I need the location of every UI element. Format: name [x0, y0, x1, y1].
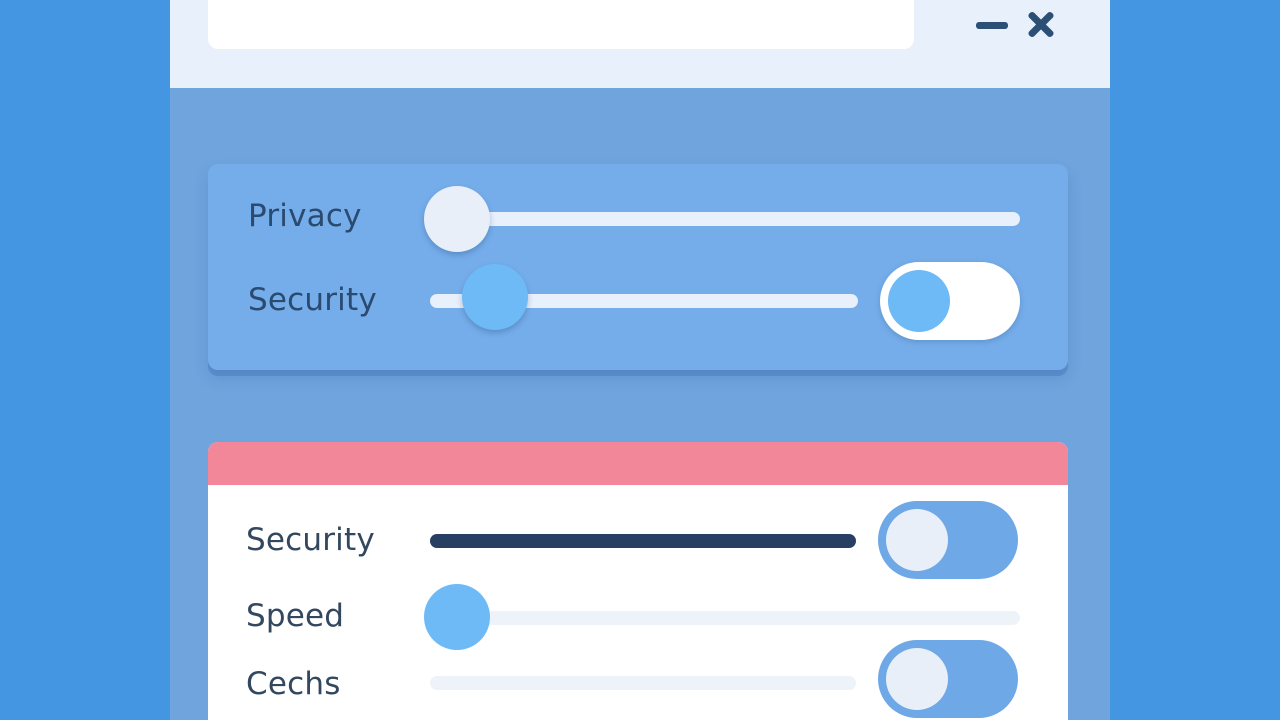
security-toggle-knob — [888, 270, 950, 332]
speed-slider-track[interactable] — [430, 611, 1020, 625]
speed-slider-thumb[interactable] — [424, 584, 490, 650]
panel-header — [208, 442, 1068, 485]
privacy-label: Privacy — [248, 198, 362, 234]
close-icon[interactable] — [1024, 8, 1058, 42]
title-bar — [170, 0, 1110, 88]
security-label-2: Security — [246, 522, 375, 558]
speed-label: Speed — [246, 598, 345, 634]
security-slider-track[interactable] — [430, 294, 858, 308]
minimize-icon[interactable] — [974, 8, 1010, 42]
title-field[interactable] — [208, 0, 914, 49]
cechs-label: Cechs — [246, 666, 341, 702]
cechs-slider-track[interactable] — [430, 676, 856, 690]
security-toggle-2[interactable] — [878, 501, 1018, 579]
security-progress-bar — [430, 534, 856, 548]
security-label: Security — [248, 282, 377, 318]
privacy-slider-thumb[interactable] — [424, 186, 490, 252]
security-toggle-2-knob — [886, 509, 948, 571]
advanced-panel: Security Speed Cechs — [208, 442, 1068, 720]
security-slider-thumb[interactable] — [462, 264, 528, 330]
cechs-toggle[interactable] — [878, 640, 1018, 718]
settings-window: Privacy Security Security Speed Cechs — [170, 0, 1110, 720]
cechs-toggle-knob — [886, 648, 948, 710]
security-toggle[interactable] — [880, 262, 1020, 340]
settings-panel: Privacy Security — [208, 164, 1068, 370]
privacy-slider-track[interactable] — [430, 212, 1020, 226]
